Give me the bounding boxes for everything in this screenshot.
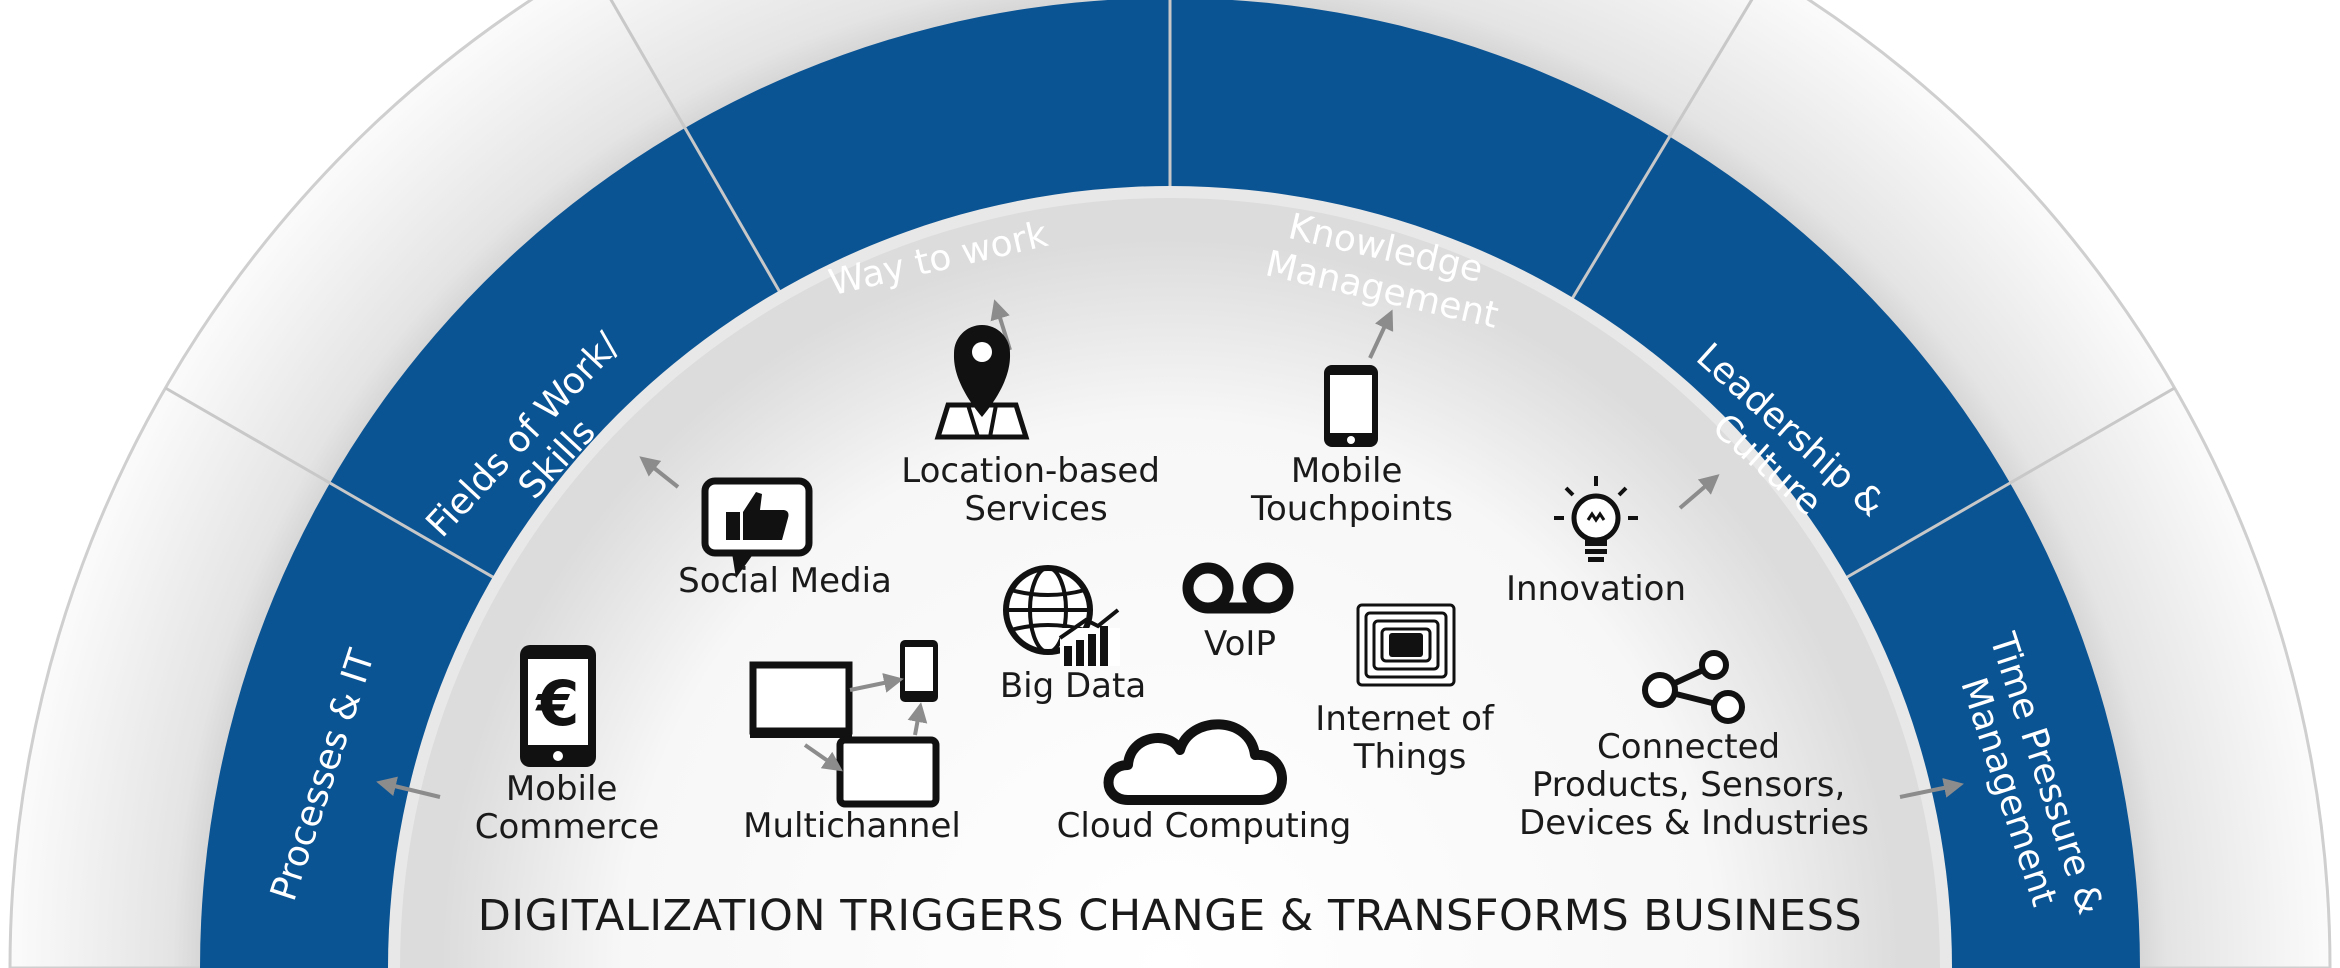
label-cloud-computing: Cloud Computing bbox=[1057, 806, 1352, 846]
label-connected-products: Connected Products, Sensors, Devices & I… bbox=[1519, 727, 1869, 843]
ring-dividers bbox=[324, 0, 2016, 590]
svg-text:€: € bbox=[534, 667, 579, 740]
label-mobile-commerce: Mobile Commerce bbox=[475, 769, 660, 847]
rfid-chip-icon bbox=[1356, 603, 1456, 687]
blue-ring bbox=[200, 0, 2140, 968]
thumbs-up-icon bbox=[701, 477, 813, 578]
ring-divider-1 bbox=[1560, 131, 1674, 318]
arrows bbox=[376, 299, 1964, 799]
arrow-to-knowledge bbox=[1368, 309, 1394, 359]
label-mobile-touchpoints: Mobile Touchpoints bbox=[1250, 451, 1453, 529]
ring-divider-3 bbox=[681, 122, 792, 311]
label-location-based-services: Location-based Services bbox=[901, 451, 1171, 529]
ring-divider-4 bbox=[324, 479, 513, 590]
multichannel-devices-icon bbox=[749, 640, 940, 808]
label-big-data: Big Data bbox=[1000, 666, 1146, 706]
label-voip: VoIP bbox=[1204, 624, 1276, 664]
outer-dividers bbox=[164, 0, 2176, 485]
voicemail-icon bbox=[1182, 562, 1294, 614]
outer-divider-3 bbox=[609, 0, 687, 129]
euro-phone-icon: € bbox=[520, 645, 596, 767]
inner-core bbox=[400, 198, 1940, 968]
cloud-icon bbox=[1103, 719, 1287, 805]
outer-divider-4 bbox=[164, 386, 331, 485]
smartphone-icon bbox=[1324, 365, 1378, 447]
arrow-to-processes bbox=[376, 776, 441, 799]
label-social-media: Social Media bbox=[678, 561, 892, 601]
technology-labels: Mobile Commerce Multichannel Social Medi… bbox=[475, 451, 1869, 847]
outer-divider-0 bbox=[2009, 386, 2176, 485]
label-internet-of-things: Internet of Things bbox=[1315, 699, 1504, 777]
outer-divider-1 bbox=[1668, 0, 1754, 138]
label-innovation: Innovation bbox=[1506, 569, 1686, 609]
arrow-to-fields bbox=[639, 456, 680, 489]
footer-title: DIGITALIZATION TRIGGERS CHANGE & TRANSFO… bbox=[478, 891, 1862, 941]
lightbulb-icon bbox=[1554, 476, 1638, 562]
share-nodes-icon bbox=[1642, 650, 1745, 724]
arrow-to-time bbox=[1899, 778, 1964, 799]
arrow-to-leadership bbox=[1678, 474, 1720, 510]
globe-chart-icon bbox=[1003, 565, 1120, 666]
ring-divider-0 bbox=[1827, 479, 2016, 590]
label-multichannel: Multichannel bbox=[743, 806, 961, 846]
ring-label-knowledge-management: Knowledge Management bbox=[1262, 203, 1512, 337]
map-pin-icon bbox=[934, 325, 1030, 440]
